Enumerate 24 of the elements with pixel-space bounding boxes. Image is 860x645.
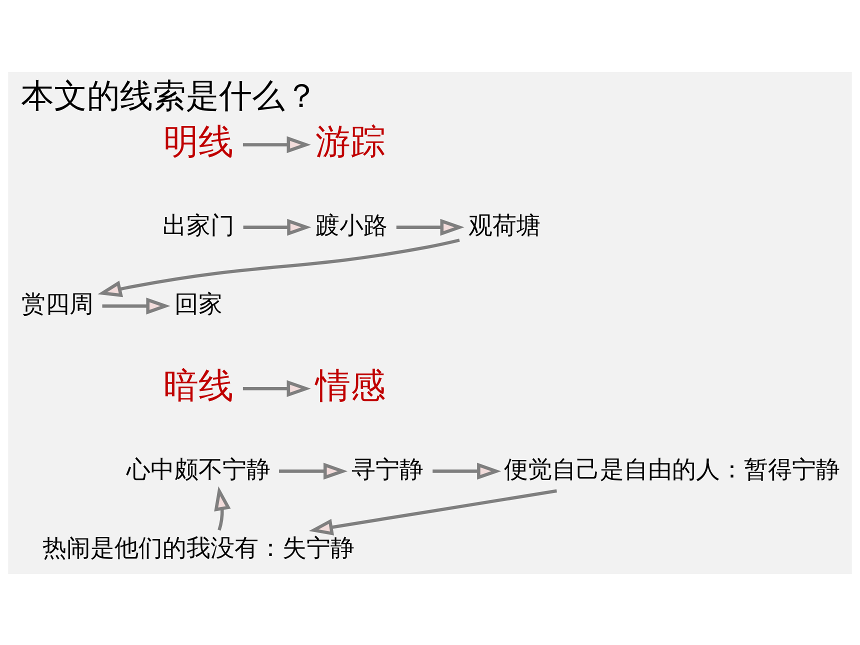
node-text: 赏四周	[21, 290, 94, 318]
arrow	[242, 136, 311, 153]
node-text: 出家门	[162, 210, 234, 239]
node-text: 寻宁静	[352, 454, 424, 483]
arrow	[214, 486, 231, 530]
node-text: 心中颇不宁静	[126, 454, 270, 483]
arrow	[243, 218, 312, 236]
node-text: 明线	[163, 122, 234, 162]
node-text: 情感	[315, 366, 386, 406]
node-text: 观荷塘	[468, 210, 541, 239]
node-text: 便觉自己是自由的人：暂得宁静	[504, 454, 840, 483]
arrow	[98, 238, 460, 297]
node-text: 踱小路	[316, 210, 388, 239]
node-text: 游踪	[315, 122, 386, 162]
arrow	[396, 218, 464, 236]
arrow	[432, 462, 502, 480]
node-text: 暗线	[163, 366, 234, 406]
diagram-title: 本文的线索是什么？	[20, 76, 318, 114]
node-text: 回家	[174, 290, 222, 318]
node-text: 热闹是他们的我没有：失宁静	[42, 534, 354, 562]
arrow	[242, 380, 311, 397]
arrow	[278, 462, 348, 480]
arrow	[308, 488, 557, 535]
arrow	[102, 297, 170, 314]
